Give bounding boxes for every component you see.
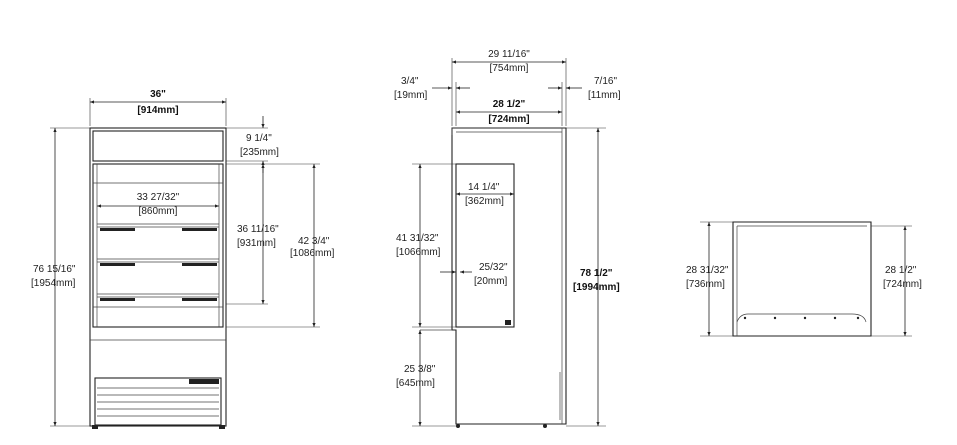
side-panel bbox=[455, 163, 515, 328]
front-opening-mm: [931mm] bbox=[237, 238, 276, 249]
side-panel-depth-in: 14 1/4" bbox=[468, 182, 500, 193]
front-shelf-2 bbox=[97, 258, 219, 266]
front-canopy bbox=[92, 130, 224, 162]
front-canopy-in: 9 1/4" bbox=[246, 133, 272, 144]
side-base-height-mm: [645mm] bbox=[396, 378, 435, 389]
front-view: 36" [914mm] 9 1/4" [235mm] 33 27/32" [86… bbox=[31, 89, 335, 429]
side-depth-in: 28 1/2" bbox=[493, 99, 526, 110]
front-height-mm: [1954mm] bbox=[31, 278, 76, 289]
front-inner-width-mm: [860mm] bbox=[139, 206, 178, 217]
side-panel-gap-mm: [20mm] bbox=[474, 276, 508, 287]
front-canopy-mm: [235mm] bbox=[240, 147, 279, 158]
front-display-in: 42 3/4" bbox=[298, 236, 330, 247]
side-right-offset-mm: [11mm] bbox=[588, 90, 621, 101]
side-panel-height-in: 41 31/32" bbox=[396, 233, 439, 244]
front-width-mm: [914mm] bbox=[137, 105, 178, 116]
side-overall-depth-in: 29 11/16" bbox=[488, 49, 530, 60]
front-grille bbox=[94, 377, 222, 426]
side-view: 29 11/16" [754mm] 3/4" [19mm] 7/16" [11m… bbox=[394, 49, 621, 428]
top-cabinet-outline bbox=[732, 221, 872, 337]
side-panel-gap-in: 25/32" bbox=[479, 262, 508, 273]
side-left-offset-mm: [19mm] bbox=[394, 90, 428, 101]
side-left-offset-in: 3/4" bbox=[401, 76, 419, 87]
top-left-in: 28 31/32" bbox=[686, 265, 729, 276]
front-opening-in: 36 11/16" bbox=[237, 224, 279, 235]
top-view: 28 31/32" [736mm] 28 1/2" [724mm] bbox=[686, 221, 922, 337]
side-panel-depth-mm: [362mm] bbox=[465, 196, 504, 207]
front-cabinet-outline bbox=[89, 127, 227, 427]
front-display-mm: [1086mm] bbox=[290, 248, 335, 259]
side-overall-depth-mm: [754mm] bbox=[490, 63, 529, 74]
front-height-in: 76 15/16" bbox=[33, 264, 76, 275]
front-shelf-3 bbox=[97, 293, 219, 301]
top-right-mm: [724mm] bbox=[883, 279, 922, 290]
side-base-height-in: 25 3/8" bbox=[404, 364, 436, 375]
top-left-mm: [736mm] bbox=[686, 279, 725, 290]
front-display-opening bbox=[92, 163, 224, 328]
front-inner-width-in: 33 27/32" bbox=[137, 192, 180, 203]
side-height-mm: [1994mm] bbox=[573, 282, 620, 293]
side-height-in: 78 1/2" bbox=[580, 268, 613, 279]
front-shelf-1 bbox=[97, 223, 219, 231]
front-width-in: 36" bbox=[150, 89, 166, 100]
side-right-offset-in: 7/16" bbox=[594, 76, 617, 87]
side-depth-mm: [724mm] bbox=[488, 114, 529, 125]
top-right-in: 28 1/2" bbox=[885, 265, 917, 276]
side-cabinet-outline bbox=[451, 127, 567, 425]
side-panel-height-mm: [1066mm] bbox=[396, 247, 441, 258]
